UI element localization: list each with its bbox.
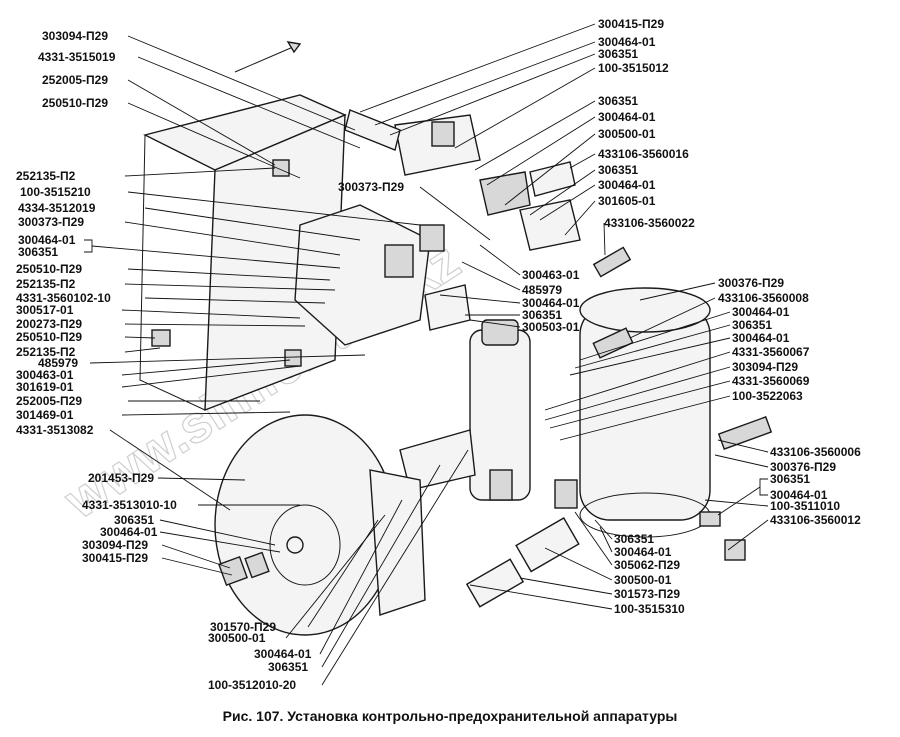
label-100-3511010: 100-3511010: [770, 499, 840, 513]
label-300464-01-j: 300464-01: [770, 488, 828, 502]
label-300500-01-b: 300500-01: [598, 127, 656, 141]
label-306351-h: 306351: [732, 318, 772, 332]
label-301570-p29: 301570-П29: [210, 620, 276, 634]
label-303094-p29-b: 303094-П29: [82, 538, 148, 552]
label-4331-3560069: 4331-3560069: [732, 374, 810, 388]
label-300464-01-d: 300464-01: [598, 35, 656, 49]
label-4331-3513010-10: 4331-3513010-10: [82, 498, 177, 512]
label-306351-i: 306351: [770, 472, 810, 486]
label-300415-p29: 300415-П29: [82, 551, 148, 565]
label-100-3512010-20: 100-3512010-20: [208, 678, 296, 692]
label-433106-3560008: 433106-3560008: [718, 291, 809, 305]
label-303094-p29-c: 303094-П29: [732, 360, 798, 374]
label-300464-01-e: 300464-01: [598, 110, 656, 124]
label-300464-01-b: 300464-01: [100, 525, 158, 539]
label-300463-01: 300463-01: [16, 368, 74, 382]
label-250510-p29-c: 250510-П29: [16, 330, 82, 344]
label-250510-p29: 250510-П29: [42, 96, 108, 110]
label-306351-d: 306351: [598, 47, 638, 61]
label-300376-p29-b: 300376-П29: [770, 460, 836, 474]
label-201453-p29: 201453-П29: [88, 471, 154, 485]
label-300464-01-h: 300464-01: [732, 305, 790, 319]
label-306351-c: 306351: [268, 660, 308, 674]
figure-caption: Рис. 107. Установка контрольно-предохран…: [222, 708, 678, 724]
label-4334-3512019: 4334-3512019: [18, 201, 96, 215]
label-252135-p2-b: 252135-П2: [16, 277, 76, 291]
label-306351-j: 306351: [614, 532, 654, 546]
label-300517-01: 300517-01: [16, 303, 74, 317]
part-labels: 303094-П29 4331-3515019 252005-П29 25051…: [16, 17, 861, 692]
label-4331-3560067: 4331-3560067: [732, 345, 810, 359]
label-252005-p29: 252005-П29: [42, 73, 108, 87]
label-485979-b: 485979: [522, 283, 562, 297]
label-252135-p2: 252135-П2: [16, 169, 76, 183]
label-200273-p29: 200273-П29: [16, 317, 82, 331]
label-433106-3560022: 433106-3560022: [604, 216, 695, 230]
label-300464-01-i: 300464-01: [732, 331, 790, 345]
label-433106-3560016: 433106-3560016: [598, 147, 689, 161]
label-306351: 306351: [18, 245, 58, 259]
label-300373-p29: 300373-П29: [18, 215, 84, 229]
label-4331-3560102-10: 4331-3560102-10: [16, 291, 111, 305]
label-252135-p2-c: 252135-П2: [16, 345, 76, 359]
label-303094-p29: 303094-П29: [42, 29, 108, 43]
label-300464-01-k: 300464-01: [614, 545, 672, 559]
label-300464-01-c: 300464-01: [254, 647, 312, 661]
label-250510-p29-b: 250510-П29: [16, 262, 82, 276]
label-306351-g: 306351: [522, 308, 562, 322]
leader-lines: [84, 23, 769, 686]
label-252005-p29-b: 252005-П29: [16, 394, 82, 408]
label-301619-01: 301619-01: [16, 380, 74, 394]
label-306351-b: 306351: [114, 513, 154, 527]
parts-drawing: [139, 41, 773, 636]
label-301469-01: 301469-01: [16, 408, 74, 422]
label-300373-p29-b: 300373-П29: [338, 180, 404, 194]
label-300415-p29-b: 300415-П29: [598, 17, 664, 31]
label-306351-e: 306351: [598, 94, 638, 108]
label-300464-01-f: 300464-01: [598, 178, 656, 192]
label-100-3515210: 100-3515210: [20, 185, 91, 199]
label-300464-01: 300464-01: [18, 233, 76, 247]
label-100-3522063: 100-3522063: [732, 389, 803, 403]
label-300464-01-g: 300464-01: [522, 296, 580, 310]
label-300463-01-b: 300463-01: [522, 268, 580, 282]
label-100-3515012: 100-3515012: [598, 61, 669, 75]
label-300376-p29: 300376-П29: [718, 276, 784, 290]
label-433106-3560012: 433106-3560012: [770, 513, 861, 527]
label-433106-3560006: 433106-3560006: [770, 445, 861, 459]
label-100-3515310: 100-3515310: [614, 602, 685, 616]
label-485979: 485979: [38, 356, 78, 370]
label-301573-p29: 301573-П29: [614, 587, 680, 601]
label-4331-3515019: 4331-3515019: [38, 50, 116, 64]
label-300500-01: 300500-01: [208, 631, 266, 645]
label-306351-f: 306351: [598, 163, 638, 177]
label-300503-01: 300503-01: [522, 320, 580, 334]
label-4331-3513082: 4331-3513082: [16, 423, 94, 437]
label-301605-01: 301605-01: [598, 194, 656, 208]
label-305062-p29: 305062-П29: [614, 558, 680, 572]
label-300500-01-c: 300500-01: [614, 573, 672, 587]
